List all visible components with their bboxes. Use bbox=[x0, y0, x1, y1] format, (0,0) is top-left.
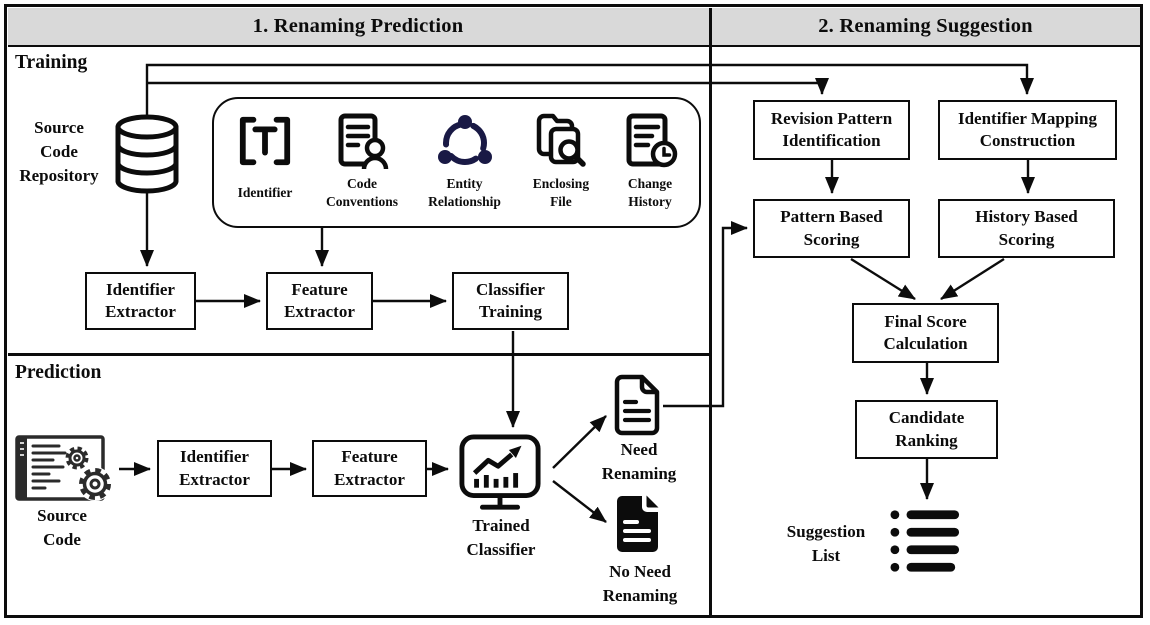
bulleted-list-icon bbox=[890, 510, 960, 572]
feature-label: Enclosing File bbox=[532, 176, 590, 209]
suggestion-list-label: Suggestion List bbox=[786, 522, 866, 566]
no-need-renaming-label: No Need Renaming bbox=[602, 562, 678, 606]
header-renaming-suggestion: 2. Renaming Suggestion bbox=[711, 7, 1140, 47]
box-classifier-training: Classifier Training bbox=[452, 272, 569, 330]
enclosing-file-icon bbox=[536, 113, 586, 167]
change-history-icon bbox=[626, 113, 678, 168]
feature-item-identifier: Identifier bbox=[234, 109, 296, 224]
feature-label: Entity Relationship bbox=[428, 176, 501, 209]
box-candidate-ranking: Candidate Ranking bbox=[855, 400, 998, 459]
need-renaming-label: Need Renaming bbox=[601, 440, 677, 484]
monitor-chart-icon bbox=[459, 434, 541, 510]
box-identifier-extractor-training: Identifier Extractor bbox=[85, 272, 196, 330]
feature-group-box: Identifier Code Conventions bbox=[212, 97, 701, 228]
header-renaming-prediction: 1. Renaming Prediction bbox=[7, 7, 709, 47]
trained-classifier-label: Trained Classifier bbox=[466, 516, 536, 560]
feature-item-enclosing-file: Enclosing File bbox=[531, 109, 591, 224]
box-pattern-based-scoring: Pattern Based Scoring bbox=[753, 199, 910, 258]
feature-item-entity-relationship: Entity Relationship bbox=[428, 109, 501, 224]
database-icon bbox=[115, 114, 179, 194]
outer-border bbox=[4, 4, 1143, 618]
feature-label: Change History bbox=[627, 176, 673, 209]
document-outline-icon bbox=[614, 374, 660, 436]
prediction-section-label: Prediction bbox=[15, 362, 102, 383]
source-code-label: Source Code bbox=[37, 506, 87, 550]
box-identifier-mapping-construction: Identifier Mapping Construction bbox=[938, 100, 1117, 160]
box-feature-extractor-prediction: Feature Extractor bbox=[312, 440, 427, 497]
feature-label: Code Conventions bbox=[326, 176, 399, 209]
code-conventions-icon bbox=[338, 113, 389, 170]
box-feature-extractor-training: Feature Extractor bbox=[266, 272, 373, 330]
identifier-brackets-icon bbox=[239, 116, 291, 166]
box-final-score-calculation: Final Score Calculation bbox=[852, 303, 999, 363]
box-history-based-scoring: History Based Scoring bbox=[938, 199, 1115, 258]
box-revision-pattern-identification: Revision Pattern Identification bbox=[753, 100, 910, 160]
training-section-label: Training bbox=[15, 52, 88, 73]
document-filled-icon bbox=[617, 495, 659, 552]
source-code-repository-label: Source Code Repository bbox=[19, 118, 99, 186]
box-identifier-extractor-prediction: Identifier Extractor bbox=[157, 440, 272, 497]
training-prediction-divider bbox=[7, 353, 709, 356]
feature-item-code-conventions: Code Conventions bbox=[326, 109, 398, 224]
feature-label: Identifier bbox=[237, 185, 293, 201]
entity-relationship-icon bbox=[437, 115, 492, 165]
panel-divider bbox=[708, 7, 712, 618]
source-code-gears-icon bbox=[15, 435, 112, 501]
feature-item-change-history: Change History bbox=[621, 109, 679, 224]
